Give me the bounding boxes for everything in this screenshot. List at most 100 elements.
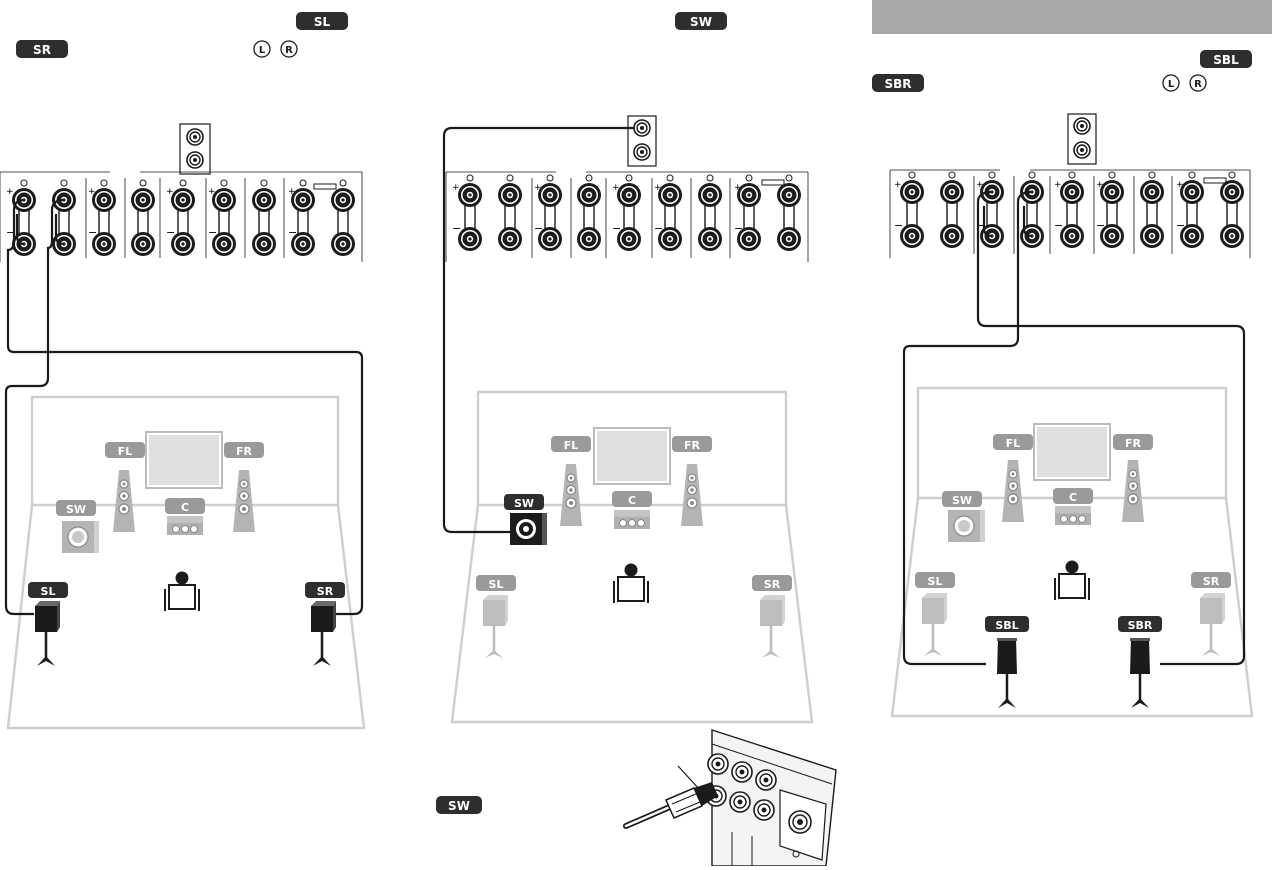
- svg-text:+: +: [976, 180, 984, 190]
- svg-text:C: C: [1069, 491, 1077, 504]
- preout-jacks-3: [1067, 113, 1097, 165]
- label-c-3: C: [1053, 488, 1093, 504]
- svg-text:C: C: [628, 494, 636, 507]
- speaker-sl: [33, 599, 62, 668]
- label-fr: FR: [224, 442, 264, 458]
- speaker-terminals: + − + − + − + − + −: [0, 171, 363, 262]
- svg-text:−: −: [1176, 219, 1185, 232]
- svg-text:+: +: [734, 183, 742, 193]
- svg-text:SR: SR: [1203, 575, 1220, 588]
- svg-text:+: +: [88, 187, 96, 197]
- label-sw-2: SW: [504, 494, 544, 510]
- svg-text:+: +: [6, 187, 14, 197]
- channel-mark-r-3: R: [1189, 74, 1207, 92]
- label-sl: SL: [28, 582, 68, 598]
- svg-text:−: −: [534, 222, 543, 235]
- label-sw-3: SW: [942, 491, 982, 507]
- svg-text:+: +: [894, 180, 902, 190]
- badge-sl: SL: [296, 12, 348, 30]
- label-sr-2: SR: [752, 575, 792, 591]
- svg-text:SL: SL: [314, 15, 331, 29]
- speaker-sbl: [995, 636, 1019, 710]
- label-fl-2: FL: [551, 436, 591, 452]
- label-sr-3: SR: [1191, 572, 1231, 588]
- svg-text:SBR: SBR: [884, 77, 911, 91]
- label-sbl: SBL: [985, 616, 1029, 632]
- label-sw: SW: [56, 500, 96, 516]
- label-fl: FL: [105, 442, 145, 458]
- svg-text:−: −: [1054, 219, 1063, 232]
- cable-sw: [442, 126, 634, 534]
- svg-text:R: R: [285, 45, 293, 56]
- svg-text:SW: SW: [690, 15, 712, 29]
- label-fl-3: FL: [993, 434, 1033, 450]
- label-c-2: C: [612, 491, 652, 507]
- svg-text:SBR: SBR: [1128, 619, 1153, 632]
- svg-text:L: L: [259, 45, 266, 56]
- svg-text:FL: FL: [564, 439, 579, 452]
- label-sl-3: SL: [915, 572, 955, 588]
- svg-text:SR: SR: [764, 578, 781, 591]
- preout-jacks: [179, 123, 211, 175]
- speaker-sr: [309, 599, 338, 668]
- cable-sbl: [976, 190, 1246, 666]
- svg-text:−: −: [734, 222, 743, 235]
- speaker-sw-active: [510, 513, 547, 545]
- svg-text:+: +: [208, 187, 216, 197]
- svg-text:SR: SR: [317, 585, 334, 598]
- svg-text:+: +: [1096, 180, 1104, 190]
- svg-text:FR: FR: [236, 445, 253, 458]
- badge-sw-top: SW: [675, 12, 727, 30]
- svg-text:−: −: [166, 226, 175, 239]
- svg-text:+: +: [1054, 180, 1062, 190]
- section-header-bar: [872, 0, 1272, 34]
- channel-mark-r: R: [280, 40, 298, 58]
- svg-text:−: −: [88, 226, 97, 239]
- svg-text:SL: SL: [41, 585, 56, 598]
- svg-text:−: −: [288, 226, 297, 239]
- label-sr: SR: [305, 582, 345, 598]
- svg-text:FL: FL: [118, 445, 133, 458]
- svg-text:+: +: [534, 183, 542, 193]
- svg-text:SBL: SBL: [1213, 53, 1239, 67]
- svg-text:SW: SW: [514, 497, 534, 510]
- cable-sbr: [902, 190, 1033, 666]
- svg-text:+: +: [288, 187, 296, 197]
- svg-text:−: −: [208, 226, 217, 239]
- panel-1: SL SR L R + − + − + − + − + −: [0, 12, 366, 730]
- svg-text:+: +: [1176, 180, 1184, 190]
- svg-text:+: +: [654, 183, 662, 193]
- badge-sw-inset: SW: [436, 796, 482, 814]
- svg-text:R: R: [1194, 79, 1202, 90]
- subwoofer-preout: [627, 115, 657, 167]
- svg-text:−: −: [894, 219, 903, 232]
- svg-text:FR: FR: [1125, 437, 1142, 450]
- svg-text:SW: SW: [952, 494, 972, 507]
- label-sl-2: SL: [476, 575, 516, 591]
- svg-text:SBL: SBL: [995, 619, 1018, 632]
- label-c: C: [165, 498, 205, 514]
- cable-sr: [4, 198, 65, 616]
- svg-text:FL: FL: [1006, 437, 1021, 450]
- cable-sl: [6, 198, 364, 616]
- label-sbr: SBR: [1118, 616, 1162, 632]
- speaker-sbr: [1128, 636, 1152, 710]
- svg-text:SL: SL: [489, 578, 504, 591]
- inset-rca-detail: [623, 729, 837, 867]
- badge-sbr: SBR: [872, 74, 924, 92]
- svg-text:+: +: [166, 187, 174, 197]
- channel-mark-l-3: L: [1162, 74, 1180, 92]
- badge-sr: SR: [16, 40, 68, 58]
- badge-sbl: SBL: [1200, 50, 1252, 68]
- panel-2: SW +− +− +− +− +− FL FR: [436, 12, 837, 867]
- svg-text:L: L: [1168, 79, 1175, 90]
- label-fr-3: FR: [1113, 434, 1153, 450]
- svg-text:SR: SR: [33, 43, 51, 57]
- svg-text:FR: FR: [684, 439, 701, 452]
- svg-text:−: −: [976, 219, 985, 232]
- svg-text:−: −: [452, 222, 461, 235]
- svg-text:−: −: [6, 226, 15, 239]
- channel-mark-l: L: [253, 40, 271, 58]
- svg-text:SW: SW: [66, 503, 86, 516]
